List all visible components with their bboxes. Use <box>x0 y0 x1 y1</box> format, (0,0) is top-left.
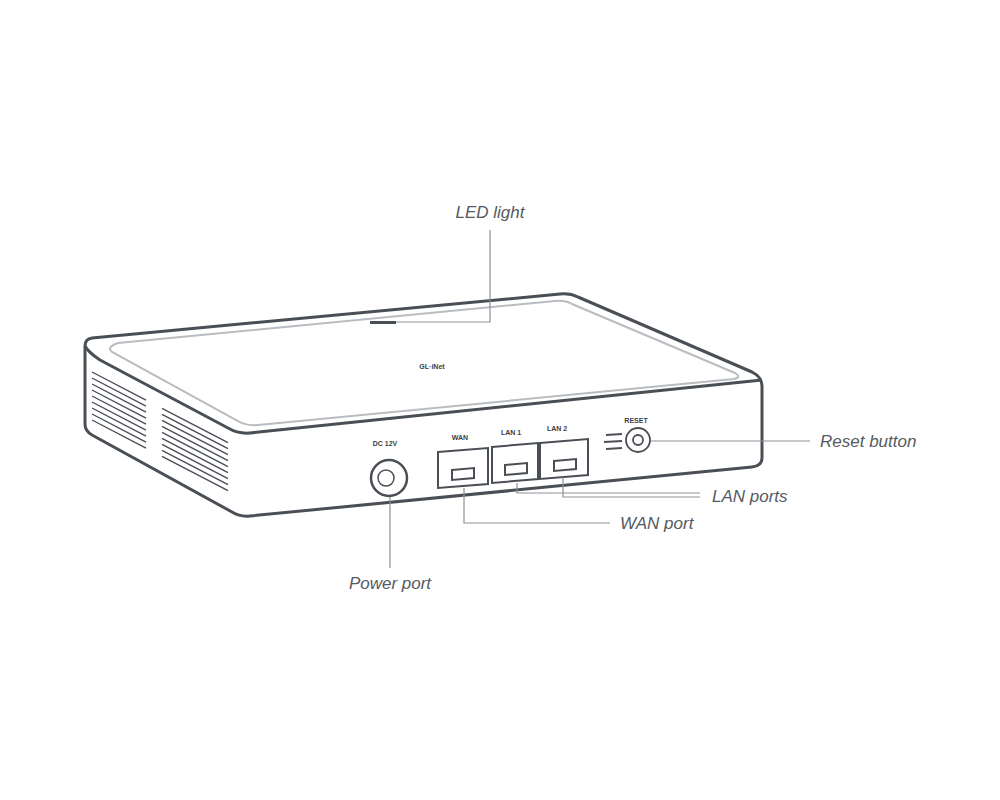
vent-slot <box>92 384 146 412</box>
vent-slot <box>92 408 146 436</box>
led-light <box>370 321 396 324</box>
reset-button <box>604 428 650 452</box>
vent-slot <box>92 378 146 406</box>
side-vents <box>92 372 228 491</box>
leader-lines <box>390 230 810 568</box>
vent-slot <box>162 456 228 490</box>
vent-slot <box>92 396 146 424</box>
vent-slot <box>92 420 146 448</box>
port-marking: DC 12V <box>373 440 398 447</box>
port-marking: WAN <box>452 434 468 441</box>
brand-logo: GL·iNet <box>419 363 444 370</box>
router-body <box>85 294 762 516</box>
part-label: Reset button <box>820 432 916 452</box>
ethernet-ports <box>438 439 588 488</box>
part-label: LAN ports <box>712 487 788 507</box>
vent-slot <box>92 402 146 430</box>
top-panel <box>110 301 738 425</box>
power-port <box>371 460 407 496</box>
port-marking: LAN 1 <box>501 429 521 436</box>
vent-slot <box>92 414 146 442</box>
port-marking: RESET <box>624 417 647 424</box>
part-label: Power port <box>349 574 431 594</box>
part-label: LED light <box>456 203 525 223</box>
vent-slot <box>92 390 146 418</box>
vent-slot <box>92 372 146 400</box>
part-label: WAN port <box>620 514 693 534</box>
port-marking: LAN 2 <box>547 425 567 432</box>
vent-slot <box>162 450 228 484</box>
